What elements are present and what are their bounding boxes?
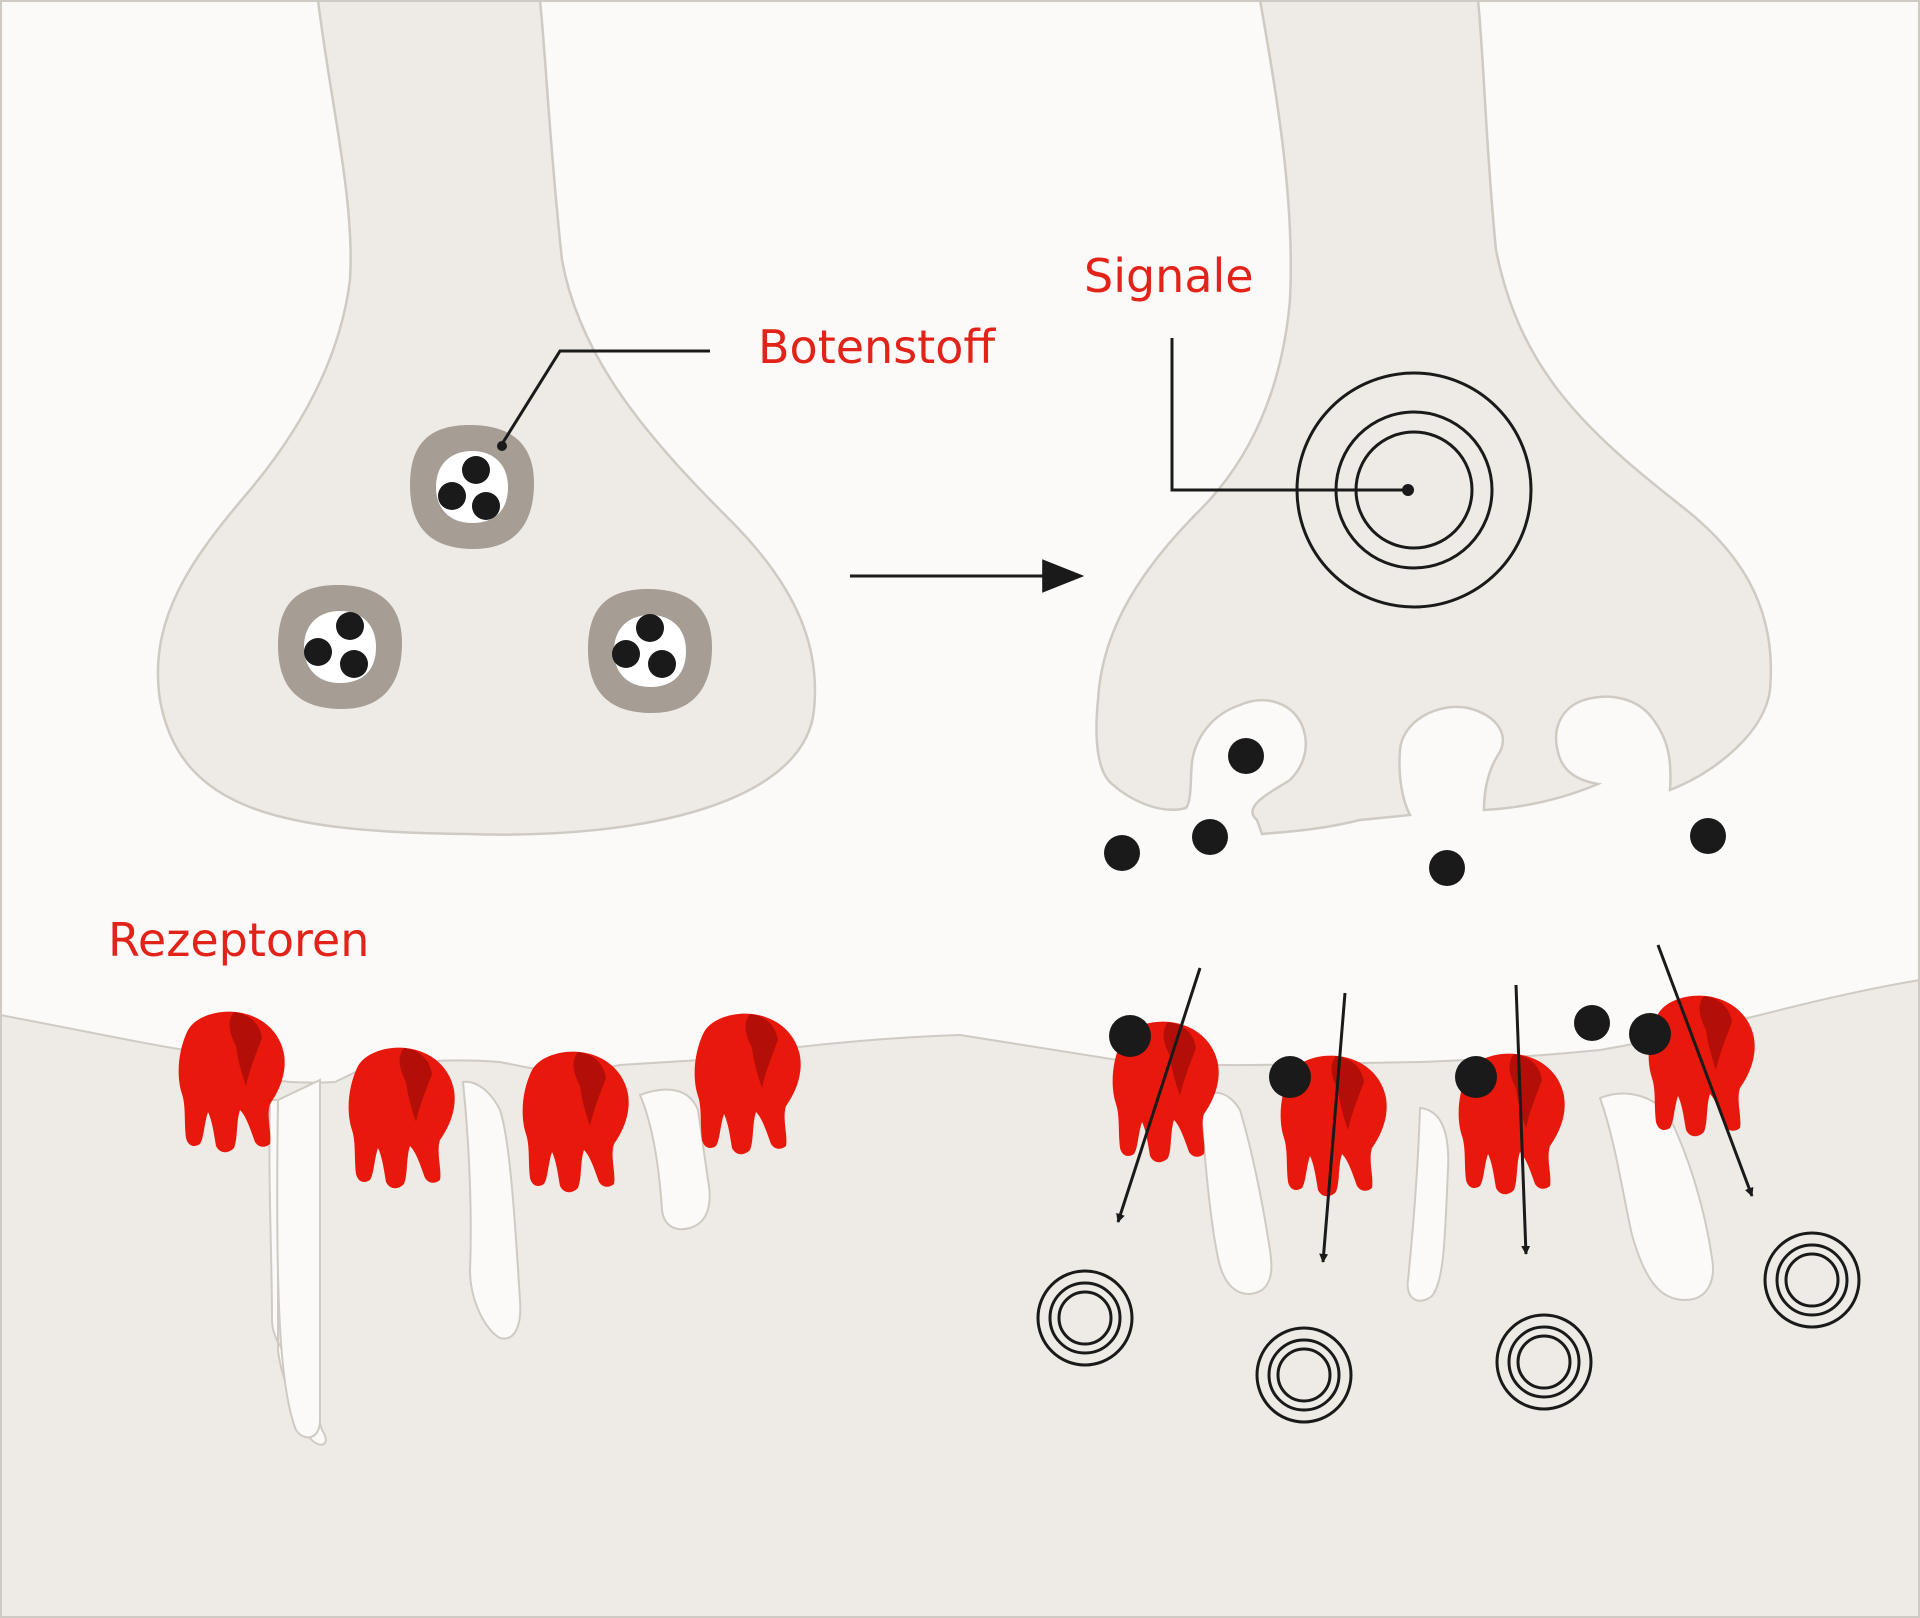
membrane-channels-left <box>268 1078 1714 1446</box>
neurotransmitter-dot-icon <box>1104 738 1726 1041</box>
label-rezeptoren: Rezeptoren <box>108 913 369 967</box>
presynaptic-terminal-left <box>156 0 817 836</box>
presynaptic-terminal-right <box>1095 0 1773 836</box>
botenstoff-leader-line <box>500 349 710 445</box>
signal-arrows <box>1116 944 1754 1263</box>
signale-leader-line <box>1170 338 1408 492</box>
leader-endpoint <box>497 441 507 451</box>
vesicle-icon <box>588 589 712 713</box>
neurotransmitter-dot-icon <box>1109 1013 1671 1098</box>
signal-rings-icon <box>1295 371 1533 609</box>
label-signale: Signale <box>1084 249 1254 303</box>
vesicle-icon <box>278 585 402 709</box>
label-botenstoff: Botenstoff <box>758 320 996 374</box>
vesicle-icon <box>410 425 534 549</box>
